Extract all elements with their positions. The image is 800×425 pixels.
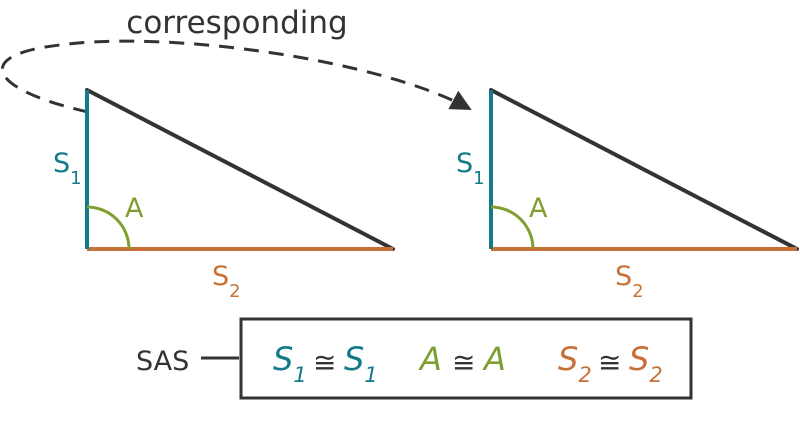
statement-angle-right: A <box>482 340 506 378</box>
triangle-left-side1-label: S1 <box>53 148 82 189</box>
correspondence-arrow <box>0 39 472 114</box>
statement-side1-left: S1 <box>273 340 307 387</box>
triangle-left-hypotenuse <box>85 88 395 251</box>
triangle-left-angle-label: A <box>125 193 144 224</box>
triangle-right: S1 A S2 <box>456 88 799 302</box>
sas-label: SAS <box>136 346 189 377</box>
triangle-right-angle-arc <box>490 205 535 250</box>
statement-angle-left: A <box>418 340 442 378</box>
statement-side1-right: S1 <box>344 340 378 387</box>
congruence-statement-box <box>239 317 693 400</box>
triangle-right-side1-label: S1 <box>456 148 485 189</box>
triangle-left-angle-arc <box>86 205 131 250</box>
corresponding-label: corresponding <box>126 5 347 41</box>
triangle-left-side2-label: S2 <box>212 261 241 302</box>
triangle-right-hypotenuse <box>489 88 799 251</box>
statement-side2-right: S2 <box>629 340 663 387</box>
statement-congruent-1: ≅ <box>313 346 336 379</box>
triangle-right-side2-label: S2 <box>615 261 644 302</box>
triangle-right-angle-label: A <box>529 193 548 224</box>
statement-congruent-2: ≅ <box>452 346 475 379</box>
statement-side2-left: S2 <box>558 340 592 387</box>
statement-congruent-3: ≅ <box>598 346 621 379</box>
triangle-left: S1 A S2 <box>53 88 395 302</box>
